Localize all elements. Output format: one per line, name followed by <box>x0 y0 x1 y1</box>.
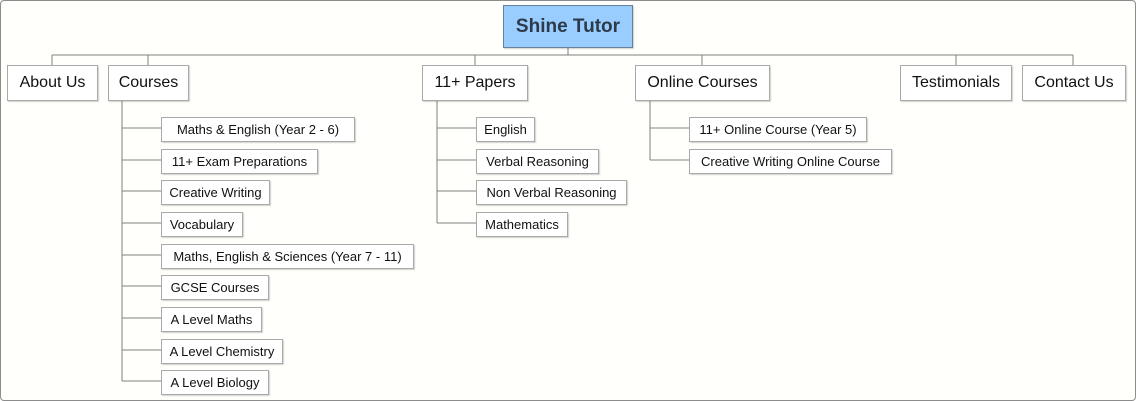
paper-item[interactable]: Verbal Reasoning <box>476 149 599 174</box>
course-item[interactable]: Maths & English (Year 2 - 6) <box>161 117 355 142</box>
course-item[interactable]: Vocabulary <box>161 212 243 237</box>
node-contact-us[interactable]: Contact Us <box>1022 65 1126 101</box>
course-item[interactable]: Maths, English & Sciences (Year 7 - 11) <box>161 244 414 269</box>
course-item[interactable]: A Level Maths <box>161 307 262 332</box>
course-item[interactable]: A Level Biology <box>161 370 269 395</box>
online-course-item[interactable]: Creative Writing Online Course <box>689 149 892 174</box>
node-online-courses[interactable]: Online Courses <box>635 65 770 101</box>
course-item[interactable]: GCSE Courses <box>161 275 269 300</box>
paper-item[interactable]: Mathematics <box>476 212 568 237</box>
paper-item[interactable]: English <box>476 117 535 142</box>
node-testimonials[interactable]: Testimonials <box>900 65 1012 101</box>
node-11plus-papers[interactable]: 11+ Papers <box>422 65 528 101</box>
course-item[interactable]: 11+ Exam Preparations <box>161 149 318 174</box>
paper-item[interactable]: Non Verbal Reasoning <box>476 180 627 205</box>
node-courses[interactable]: Courses <box>108 65 189 101</box>
online-course-item[interactable]: 11+ Online Course (Year 5) <box>689 117 867 142</box>
course-item[interactable]: A Level Chemistry <box>161 339 283 364</box>
root-node[interactable]: Shine Tutor <box>503 5 633 48</box>
node-about-us[interactable]: About Us <box>7 65 98 101</box>
course-item[interactable]: Creative Writing <box>161 180 270 205</box>
